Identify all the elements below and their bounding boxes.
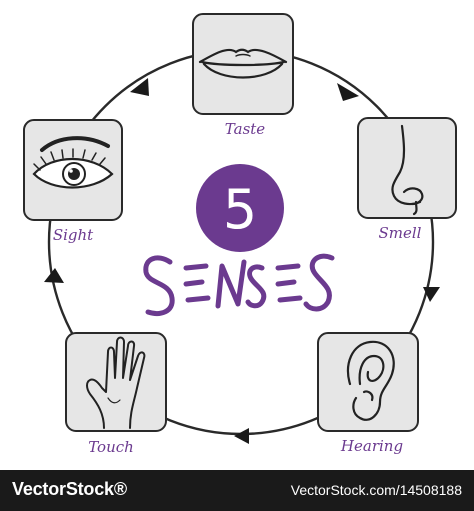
smell-box	[357, 117, 457, 219]
lips-icon	[198, 48, 288, 79]
hearing-sense: Hearing	[317, 332, 419, 455]
arrow-smell-to-hearing	[423, 287, 440, 302]
footer-url: VectorStock.com/14508188	[290, 482, 462, 498]
taste-sense: Taste	[192, 13, 294, 138]
five-senses-diagram: Taste Smell Hearing Touch	[23, 13, 457, 456]
center-badge: 5	[196, 164, 284, 252]
hand-icon	[86, 336, 146, 429]
center-number: 5	[223, 178, 257, 241]
footer-bar: VectorStock® VectorStock.com/14508188	[0, 470, 474, 511]
touch-box	[65, 332, 167, 432]
nose-icon	[391, 124, 424, 216]
cycle-arrows	[44, 78, 440, 444]
touch-label: Touch	[88, 438, 134, 456]
arrow-taste-to-smell	[337, 83, 359, 101]
footer-brand-logo: VectorStock®	[12, 479, 127, 499]
senses-word	[143, 253, 335, 316]
hearing-label: Hearing	[340, 437, 403, 455]
taste-label: Taste	[225, 120, 266, 138]
sight-sense: Sight	[23, 119, 123, 244]
ear-icon	[346, 340, 395, 421]
sight-label: Sight	[53, 226, 94, 244]
hearing-box	[317, 332, 419, 432]
eye-icon	[32, 136, 114, 189]
arrow-touch-to-sight	[44, 268, 64, 283]
smell-sense: Smell	[357, 117, 457, 242]
arrow-sight-to-taste	[130, 78, 149, 96]
smell-label: Smell	[379, 224, 422, 242]
touch-sense: Touch	[65, 332, 167, 456]
center-number-circle	[196, 164, 284, 252]
arrow-hearing-to-touch	[234, 428, 249, 444]
